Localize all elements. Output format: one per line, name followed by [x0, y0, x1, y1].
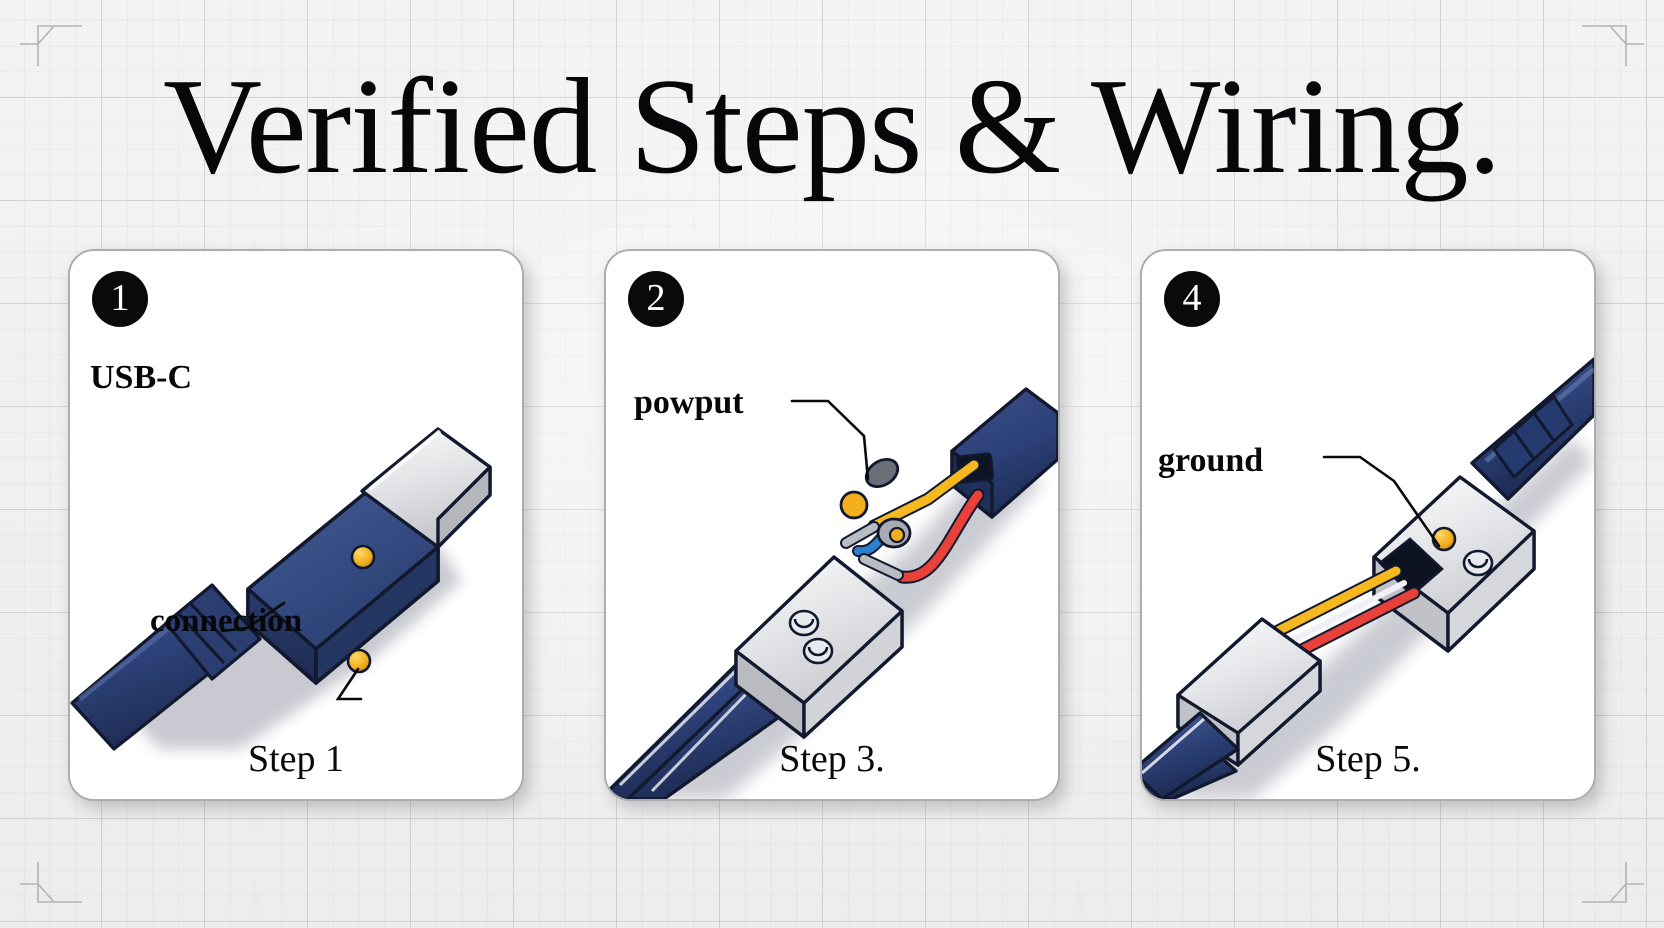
panel-3-callout-labels: ground — [1142, 251, 1594, 799]
step-panel-2[interactable]: 2 — [604, 249, 1060, 801]
page-title: Verified Steps & Wiring. — [163, 50, 1502, 202]
steps-panel-row: 1 — [68, 249, 1596, 801]
callout-label-ground: ground — [1158, 442, 1263, 479]
callout-label-usb-c: USB-C — [90, 359, 192, 396]
callout-label-connection: connection — [150, 603, 302, 639]
callout-label-powput: powput — [634, 384, 744, 421]
panel-2-callout-labels: powput — [606, 251, 1058, 799]
step-panel-1[interactable]: 1 — [68, 249, 524, 801]
step-caption-2: Step 3. — [779, 738, 885, 780]
step-caption-3: Step 5. — [1315, 738, 1421, 780]
step-caption-1: Step 1 — [247, 738, 345, 780]
panel-1-callout-labels: USB-C connection — [70, 251, 522, 799]
step-panel-3[interactable]: 4 — [1140, 249, 1596, 801]
step-badge-1: 1 — [92, 271, 148, 327]
step-badge-2: 2 — [628, 271, 684, 327]
step-badge-3: 4 — [1164, 271, 1220, 327]
